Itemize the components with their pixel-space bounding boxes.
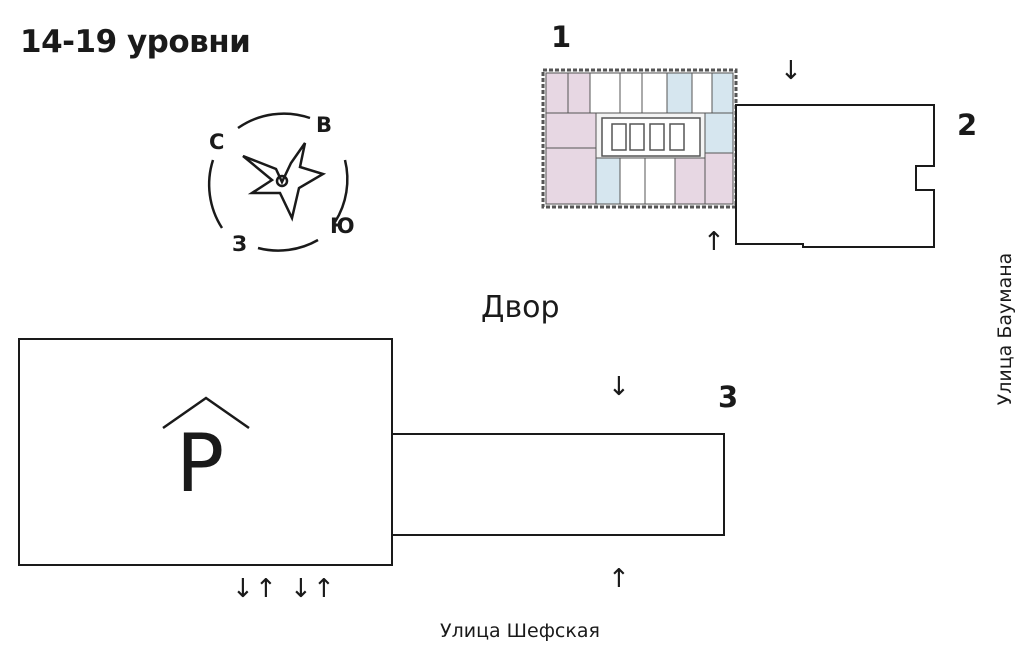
building-2-outline[interactable]	[735, 104, 935, 248]
yard-label: Двор	[481, 290, 560, 325]
parking-outline[interactable]	[18, 338, 393, 566]
building-3-outline[interactable]	[391, 433, 725, 536]
parking-letter: P	[176, 417, 225, 510]
building-3-number: 3	[718, 380, 739, 414]
building-1-number: 1	[551, 20, 572, 54]
arrow-up-icon: ↑	[255, 574, 277, 604]
compass-icon	[207, 112, 349, 252]
street-label-baumana: Улица Баумана	[994, 252, 1016, 406]
arrow-down-icon: ↓	[608, 372, 630, 402]
parking-roof-icon	[162, 396, 250, 430]
compass-south-label: Ю	[330, 214, 355, 238]
building-2-number: 2	[957, 108, 978, 142]
compass-north-label: С	[209, 130, 225, 154]
arrow-down-icon: ↓	[780, 56, 802, 86]
arrow-up-icon: ↑	[608, 564, 630, 594]
street-label-shefskaya: Улица Шефская	[440, 620, 600, 642]
compass-east-label: В	[316, 113, 333, 137]
compass-west-label: З	[232, 232, 247, 256]
arrow-up-icon: ↑	[703, 227, 725, 257]
building-1-floorplan[interactable]	[541, 68, 738, 209]
arrow-up-icon: ↑	[313, 574, 335, 604]
page-title: 14-19 уровни	[20, 24, 251, 60]
arrow-down-icon: ↓	[290, 574, 312, 604]
arrow-down-icon: ↓	[232, 574, 254, 604]
